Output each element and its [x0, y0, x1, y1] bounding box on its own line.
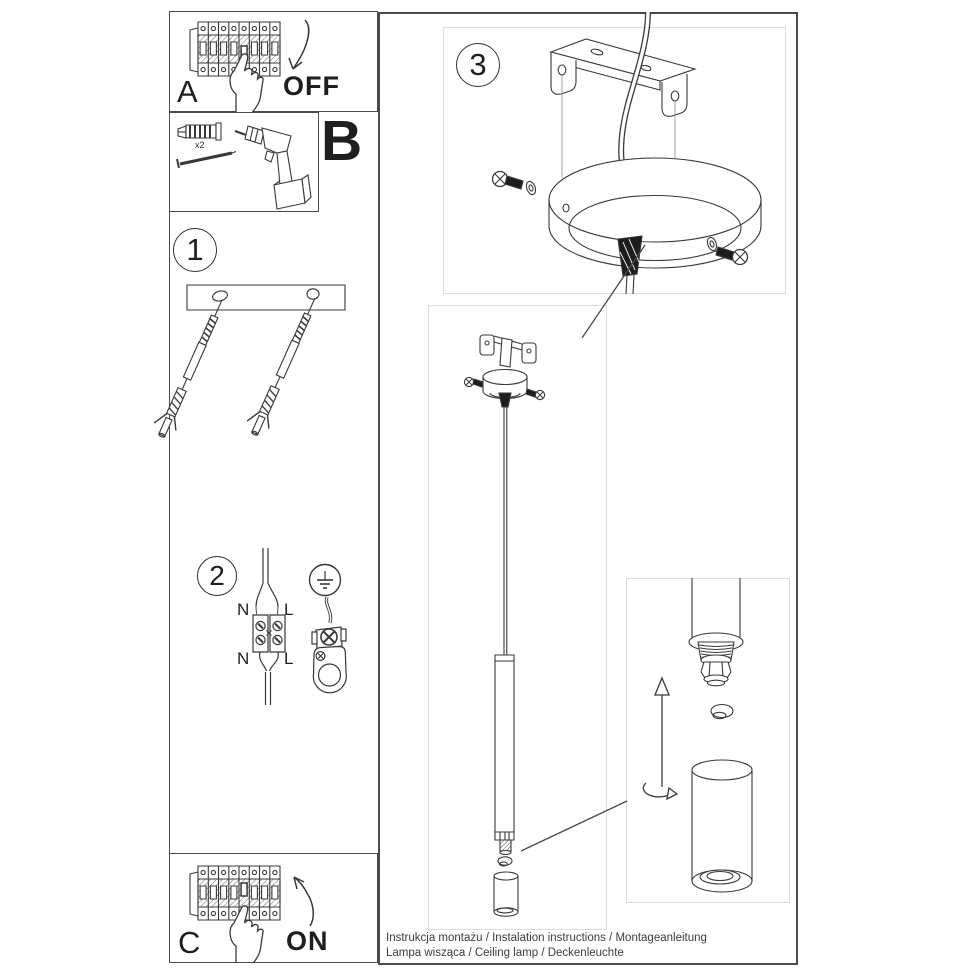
- pendant-drawing: [428, 305, 607, 930]
- mounting-screw-icon: [526, 389, 545, 400]
- panel-a-label: A: [177, 74, 198, 109]
- cord-grip-icon: [618, 236, 642, 294]
- footer-line-2: Lampa wisząca / Ceiling lamp / Deckenleu…: [386, 947, 624, 959]
- page-left-border: [169, 11, 170, 962]
- pressing-hand-icon: [230, 906, 263, 962]
- expansion-anchor-icon: [243, 293, 325, 439]
- footer-text: Instrukcja montażu / Instalation instruc…: [386, 931, 707, 961]
- mounting-screw-icon: [464, 377, 483, 387]
- step2-number: 2: [197, 556, 237, 596]
- panel-a-action-off: OFF: [283, 71, 340, 101]
- mounting-bar-icon: [187, 285, 345, 310]
- ceiling-bracket-icon: [480, 335, 536, 367]
- anchor-quantity-label: x2: [195, 140, 205, 150]
- wire-icon: [260, 652, 279, 705]
- pendant-tube-icon: [495, 655, 514, 855]
- panel-c-action-on: ON: [286, 926, 329, 956]
- panel-a: A OFF: [169, 11, 378, 112]
- drill-icon: [235, 126, 311, 209]
- wire-icon: [256, 548, 278, 614]
- ground-clamp-icon: [312, 627, 346, 693]
- panel-b: x2: [169, 112, 319, 212]
- lamp-socket-icon: [500, 840, 511, 851]
- bulb-icon: [711, 705, 733, 719]
- shade-cylinder-icon: [692, 760, 752, 892]
- shade-cylinder-icon: [494, 872, 518, 916]
- bulb-icon: [498, 857, 512, 866]
- panel-c-drawing: [170, 854, 378, 962]
- screw-icon: [177, 152, 236, 169]
- washer-icon: [525, 180, 538, 196]
- step1-number: 1: [173, 228, 217, 272]
- terminal-label-l-top: L: [284, 600, 294, 619]
- curved-arrow-down-icon: [289, 20, 309, 69]
- footer-line-1: Instrukcja montażu / Instalation instruc…: [386, 932, 707, 944]
- earth-symbol-icon: [310, 565, 341, 596]
- step3-drawing: [390, 12, 790, 307]
- threaded-socket-icon: [698, 642, 734, 686]
- pressing-hand-icon: [230, 54, 263, 113]
- rotate-arrow-icon: [643, 783, 677, 799]
- washer-icon: [706, 236, 719, 252]
- panel-a-drawing: [170, 12, 378, 113]
- step1-drawing: [180, 270, 390, 440]
- wall-plug-icon: [178, 123, 221, 140]
- panel-b-drawing: [170, 113, 319, 212]
- terminal-block-icon: [253, 615, 285, 652]
- shade-detail-panel: [626, 578, 790, 903]
- ceiling-bracket-icon: [551, 39, 695, 116]
- cord-grip-icon: [499, 393, 511, 407]
- curved-arrow-up-icon: [294, 877, 313, 926]
- pendant-tube-icon: [689, 578, 743, 651]
- terminal-label-n-top: N: [237, 600, 250, 619]
- terminal-label-n-bottom: N: [237, 649, 250, 668]
- canopy-icon: [483, 370, 527, 399]
- shade-detail-drawing: [626, 578, 790, 903]
- insert-arrow-icon: [655, 678, 669, 787]
- circuit-breaker-icon: [190, 866, 280, 920]
- mounting-screw-icon: [493, 172, 538, 196]
- step3-number: 3: [456, 43, 500, 87]
- step2-drawing: [230, 535, 365, 710]
- canopy-icon: [549, 158, 761, 268]
- pendant-cord-icon: [504, 407, 507, 655]
- expansion-anchor-icon: [150, 295, 232, 441]
- panel-c: C ON: [169, 853, 378, 963]
- pendant-cord-icon: [621, 12, 648, 168]
- panel-b-label: B: [321, 109, 363, 173]
- panel-c-label: C: [178, 925, 201, 960]
- mounting-screw-icon: [706, 236, 748, 264]
- terminal-label-l-bottom: L: [284, 649, 294, 668]
